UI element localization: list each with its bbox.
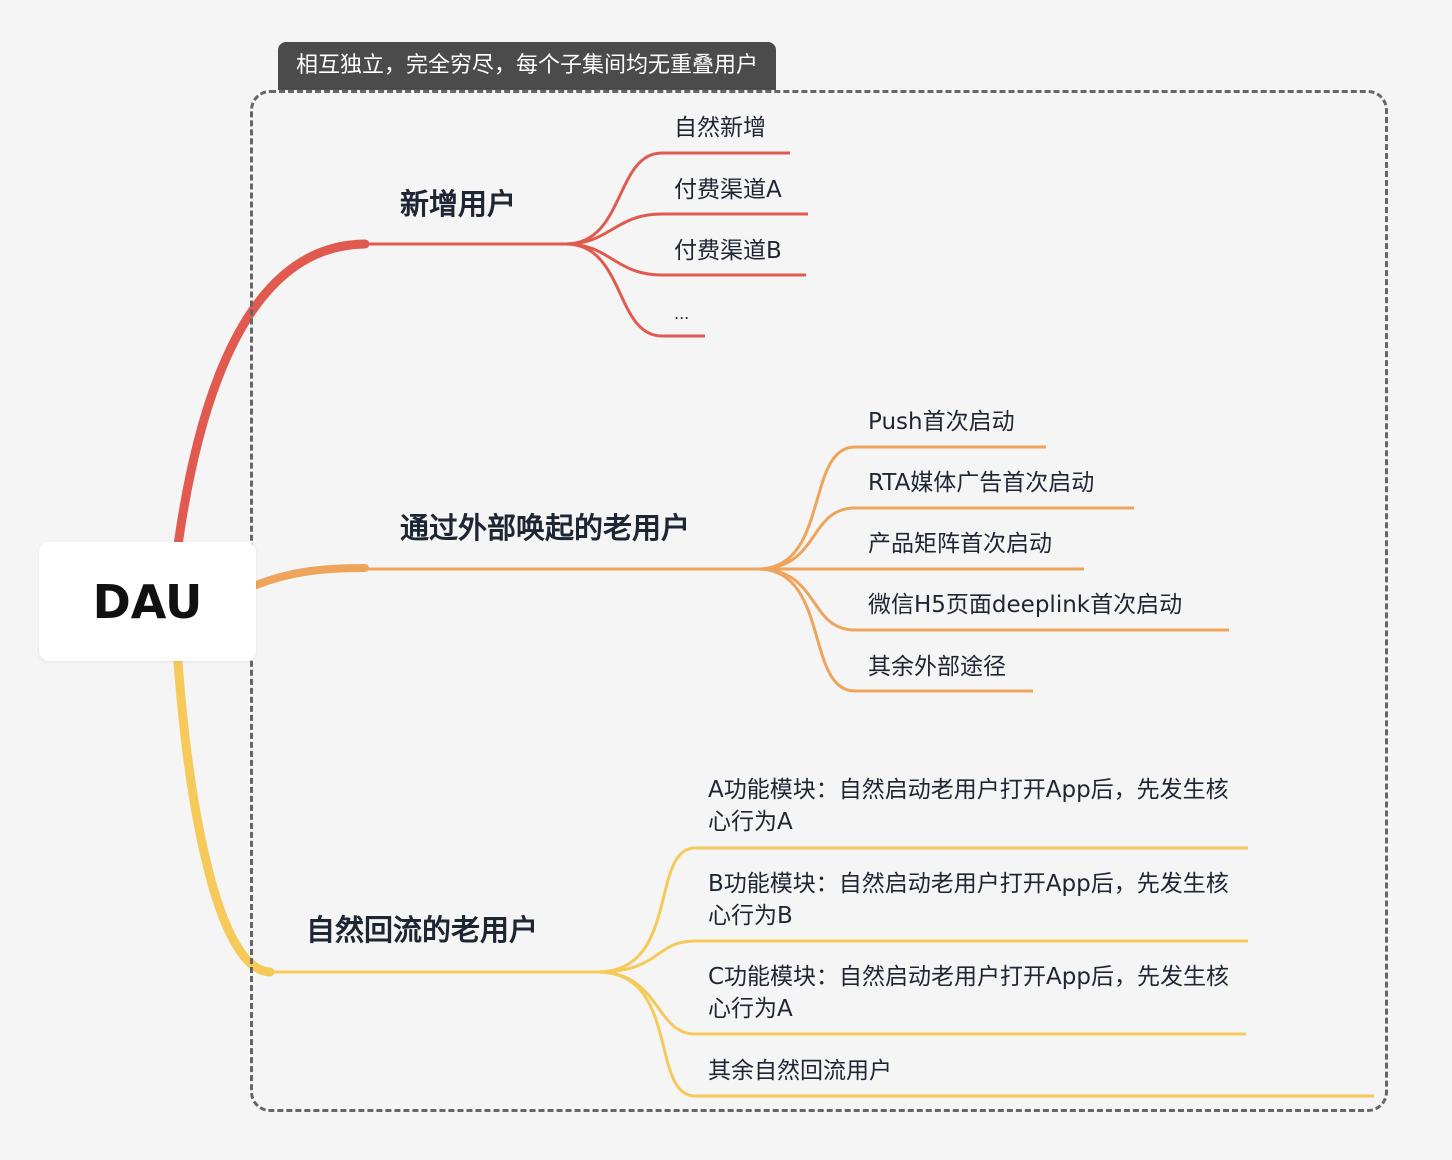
leaf-module-b[interactable]: B功能模块：自然启动老用户打开App后，先发生核心行为B (708, 871, 1229, 929)
boundary-label: 相互独立，完全穷尽，每个子集间均无重叠用户 (278, 42, 777, 90)
leaf-product-matrix-first-launch[interactable]: 产品矩阵首次启动 (868, 531, 1052, 557)
leaf-other-natural-return[interactable]: 其余自然回流用户 (708, 1058, 892, 1084)
leaf-more-ellipsis[interactable]: ... (674, 304, 690, 323)
connectors-external-wakeup (757, 445, 1229, 693)
branch-external-wakeup[interactable]: 通过外部唤起的老用户 (400, 511, 691, 545)
root-node-dau[interactable]: DAU (39, 542, 256, 661)
connector-root-to-external-wakeup (252, 564, 369, 589)
leaf-wechat-h5-deeplink[interactable]: 微信H5页面deeplink首次启动 (868, 592, 1183, 618)
leaf-natural-new[interactable]: 自然新增 (674, 115, 766, 141)
summary-boundary (250, 90, 1388, 1112)
leaf-module-a[interactable]: A功能模块：自然启动老用户打开App后，先发生核心行为A (708, 777, 1229, 835)
leaf-paid-channel-a[interactable]: 付费渠道A (674, 177, 782, 203)
connectors-new-users (565, 151, 808, 338)
leaf-other-external[interactable]: 其余外部途径 (868, 654, 1006, 680)
connectors-natural-return (597, 846, 1374, 1098)
leaf-module-c[interactable]: C功能模块：自然启动老用户打开App后，先发生核心行为A (708, 964, 1229, 1022)
connector-root-to-new-users (173, 239, 370, 550)
branch-natural-return[interactable]: 自然回流的老用户 (306, 913, 539, 947)
leaf-rta-ad-first-launch[interactable]: RTA媒体广告首次启动 (868, 470, 1095, 496)
leaf-paid-channel-b[interactable]: 付费渠道B (674, 238, 782, 264)
branch-new-users[interactable]: 新增用户 (400, 187, 517, 221)
leaf-push-first-launch[interactable]: Push首次启动 (868, 409, 1015, 435)
